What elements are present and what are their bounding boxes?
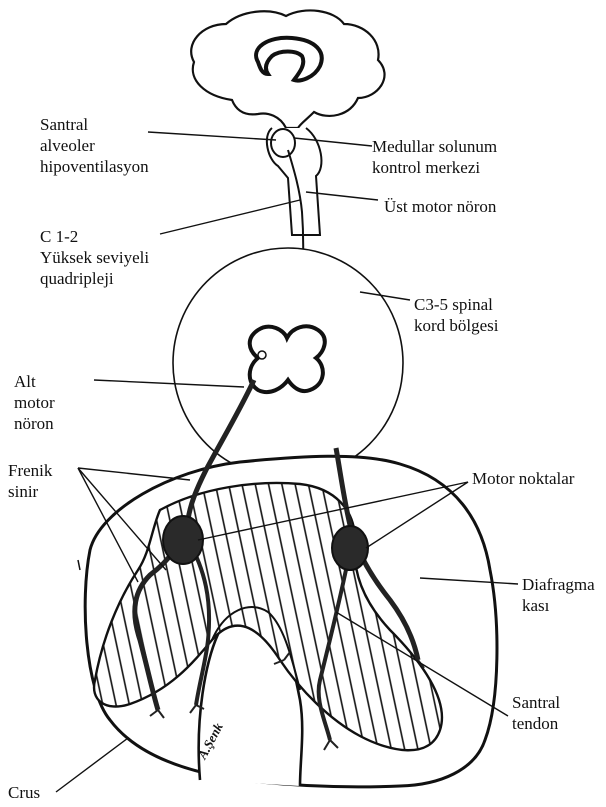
label-line: quadripleji (40, 268, 149, 289)
label-lower-motor-neuron: Alt motor nöron (14, 371, 55, 434)
label-motor-points: Motor noktalar (472, 468, 574, 489)
motor-point-right (332, 526, 368, 570)
label-line: Frenik (8, 460, 52, 481)
label-phrenic-nerve: Frenik sinir (8, 460, 52, 502)
label-line: C3-5 spinal (414, 294, 499, 315)
label-line: motor (14, 392, 55, 413)
label-line: nöron (14, 413, 55, 434)
label-line: Alt (14, 371, 55, 392)
leader-phrenic-1 (78, 468, 190, 480)
leader-crus (56, 738, 128, 792)
label-line: Santral (512, 692, 560, 713)
brain-outline (191, 10, 384, 128)
label-medullary-center: Medullar solunum kontrol merkezi (372, 136, 497, 178)
label-line: Motor noktalar (472, 468, 574, 489)
label-diaphragm-muscle: Diafragma kası (522, 574, 595, 616)
motor-neuron-cell (258, 351, 266, 359)
label-line: hipoventilasyon (40, 156, 149, 177)
label-c35-region: C3-5 spinal kord bölgesi (414, 294, 499, 336)
label-line: sinir (8, 481, 52, 502)
edge-mark (78, 560, 80, 570)
label-crus: Crus (8, 782, 40, 803)
label-line: kası (522, 595, 595, 616)
label-line: kontrol merkezi (372, 157, 497, 178)
leader-c12 (160, 200, 300, 234)
label-c12-quadriplegia: C 1-2 Yüksek seviyeli quadripleji (40, 226, 149, 289)
label-line: Yüksek seviyeli (40, 247, 149, 268)
leader-central-hypoventilation (148, 132, 276, 140)
motor-point-left (163, 516, 203, 564)
label-central-hypoventilation: Santral alveoler hipoventilasyon (40, 114, 149, 177)
label-line: kord bölgesi (414, 315, 499, 336)
label-line: Diafragma (522, 574, 595, 595)
label-upper-motor-neuron: Üst motor nöron (384, 196, 496, 217)
label-line: alveoler (40, 135, 149, 156)
label-line: C 1-2 (40, 226, 149, 247)
medullary-center-nucleus (271, 129, 295, 157)
label-central-tendon: Santral tendon (512, 692, 560, 734)
label-line: Medullar solunum (372, 136, 497, 157)
label-line: Crus (8, 782, 40, 803)
label-line: Üst motor nöron (384, 196, 496, 217)
label-line: Santral (40, 114, 149, 135)
label-line: tendon (512, 713, 560, 734)
